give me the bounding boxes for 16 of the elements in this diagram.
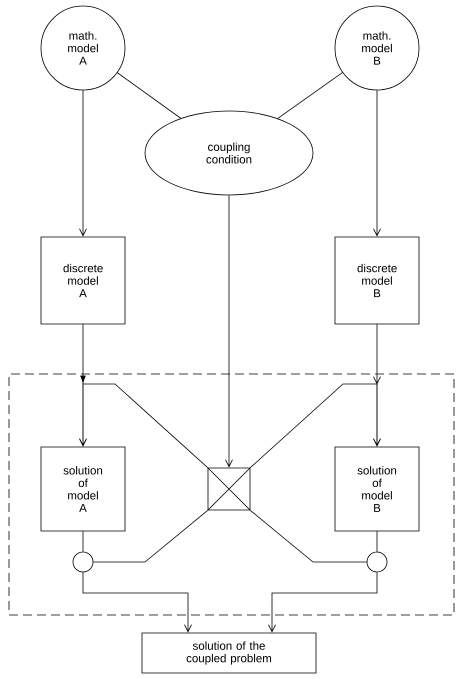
solution-box: solution of model A [40, 446, 126, 532]
solution-box: solution of model B [334, 446, 420, 532]
arrow [82, 572, 192, 633]
junction-circle [72, 552, 94, 572]
model-box: discrete model A [40, 236, 126, 324]
arrow [79, 376, 208, 468]
junction-circle [366, 552, 388, 572]
model-box: discrete model B [334, 236, 420, 324]
arrow [250, 376, 381, 468]
dashed-region [8, 374, 454, 616]
arrow [373, 90, 381, 237]
crossed-box [207, 467, 251, 511]
arrow [225, 195, 233, 468]
arrow [268, 572, 378, 633]
arrow [79, 90, 87, 237]
result-box: solution of the coupled problem [142, 632, 316, 674]
